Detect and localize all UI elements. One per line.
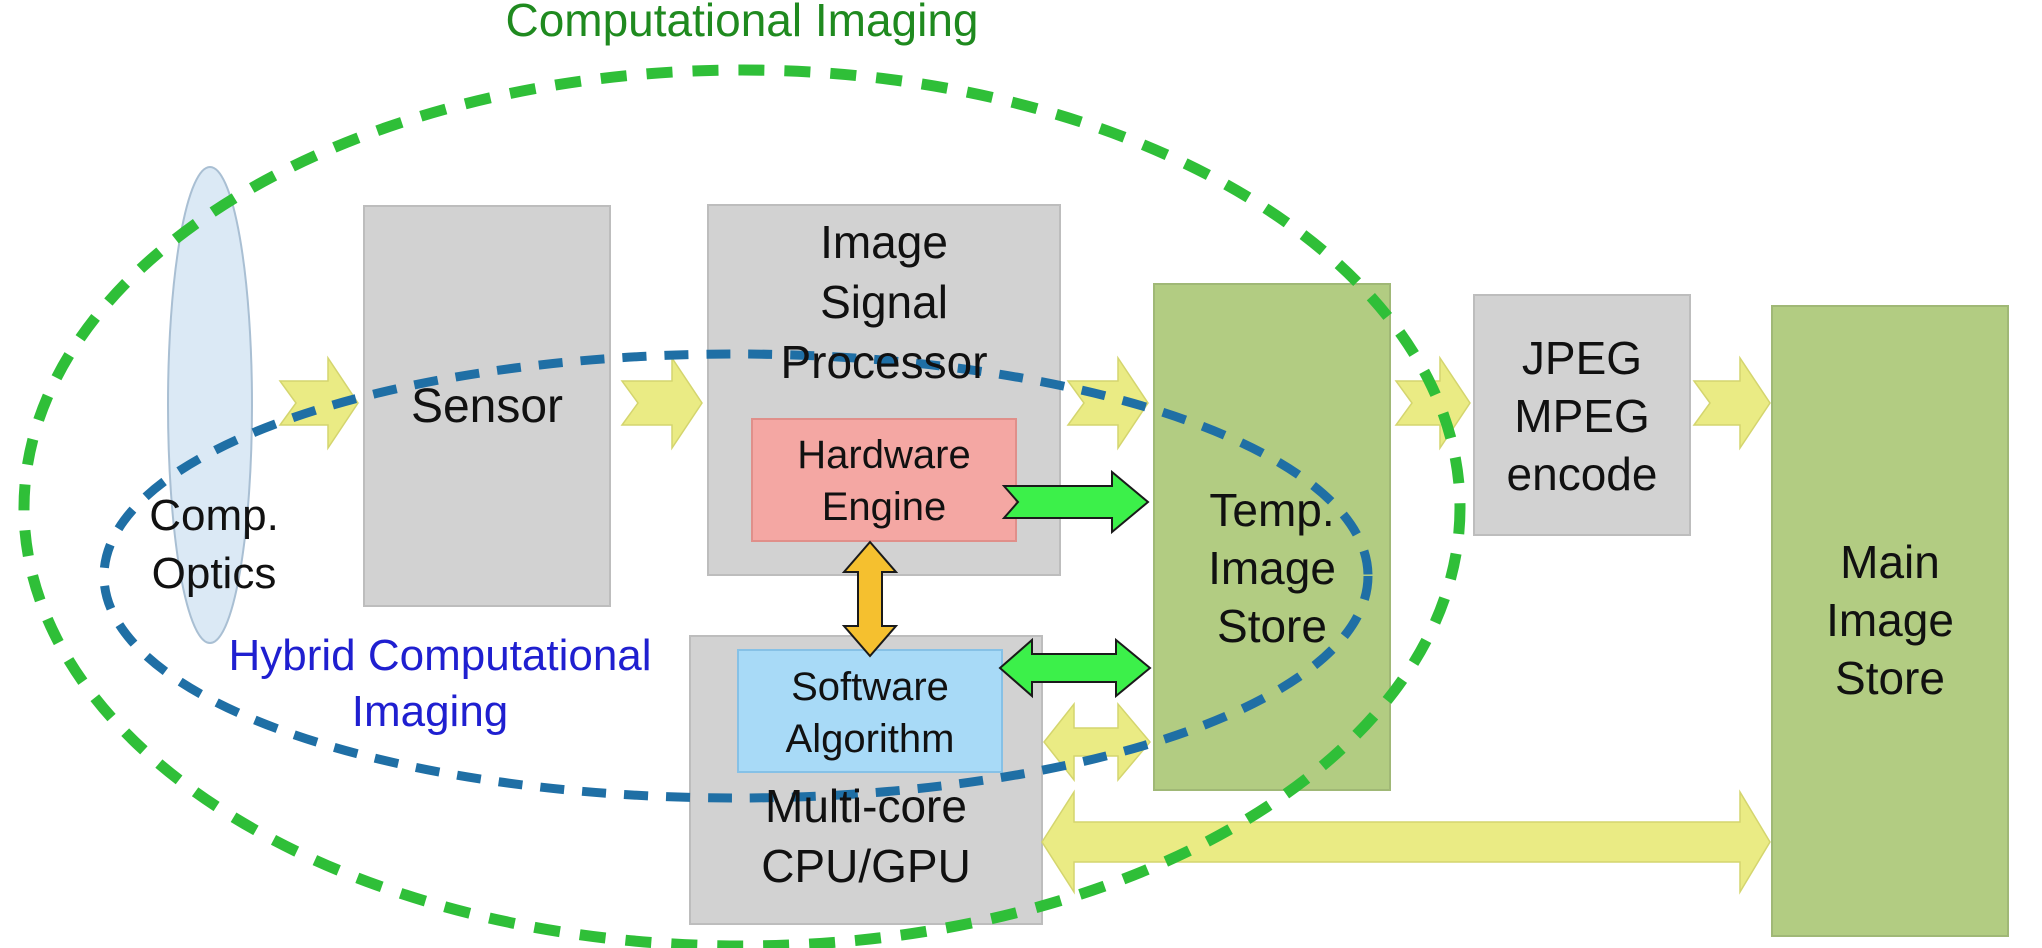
cpu-gpu-label-line2: CPU/GPU bbox=[761, 840, 971, 892]
sensor-block bbox=[363, 205, 611, 607]
computational-imaging-title: Computational Imaging bbox=[505, 0, 978, 46]
software-algorithm-label-line2: Algorithm bbox=[786, 717, 955, 761]
isp-label-line3: Processor bbox=[780, 336, 987, 388]
hardware-engine-block bbox=[751, 418, 1017, 542]
sensor-label: Sensor bbox=[411, 380, 563, 433]
software-algorithm-block bbox=[737, 649, 1003, 773]
main-image-store-block bbox=[1771, 305, 2009, 937]
hardware-engine-label-line2: Engine bbox=[822, 485, 947, 529]
orange-arrow-hardware-software bbox=[841, 540, 899, 658]
temp-store-label-line1: Temp. bbox=[1209, 484, 1334, 536]
encoder-label-line1: JPEG bbox=[1522, 332, 1642, 384]
optics-label-line2: Optics bbox=[152, 549, 277, 598]
flow-arrow-cpu-temp bbox=[1043, 701, 1151, 783]
hybrid-imaging-title-line2: Imaging bbox=[352, 687, 509, 736]
green-arrow-hardware-temp bbox=[1001, 469, 1150, 535]
cpu-gpu-label-line1: Multi-core bbox=[765, 780, 967, 832]
temp-store-label-line2: Image bbox=[1208, 542, 1336, 594]
optics-lens bbox=[167, 166, 253, 644]
encoder-label-line2: MPEG bbox=[1514, 390, 1649, 442]
hybrid-imaging-title-line1: Hybrid Computational bbox=[228, 631, 651, 680]
encoder-label-line3: encode bbox=[1507, 448, 1658, 500]
main-store-label-line1: Main bbox=[1840, 536, 1940, 588]
hardware-engine-label-line1: Hardware bbox=[797, 433, 970, 477]
green-arrow-software-temp bbox=[998, 637, 1152, 699]
main-store-label-line3: Store bbox=[1835, 652, 1945, 704]
computational-imaging-boundary bbox=[18, 64, 1466, 948]
flow-arrow-sensor-isp bbox=[620, 355, 703, 451]
flow-arrow-temp-encoder bbox=[1394, 355, 1471, 451]
software-algorithm-label-line1: Software bbox=[791, 665, 949, 709]
temp-image-store-block bbox=[1153, 283, 1391, 791]
flow-arrow-cpu-main bbox=[1041, 789, 1771, 895]
hybrid-imaging-boundary bbox=[99, 349, 1373, 803]
isp-label-line1: Image bbox=[820, 216, 948, 268]
isp-label-line2: Signal bbox=[820, 276, 948, 328]
optics-label-line1: Comp. bbox=[149, 491, 279, 540]
flow-arrow-optics-sensor bbox=[278, 355, 359, 451]
main-store-label-line2: Image bbox=[1826, 594, 1954, 646]
flow-arrow-isp-temp bbox=[1066, 355, 1149, 451]
encoder-block bbox=[1473, 294, 1691, 536]
flow-arrow-encoder-main bbox=[1692, 355, 1771, 451]
temp-store-label-line3: Store bbox=[1217, 600, 1327, 652]
